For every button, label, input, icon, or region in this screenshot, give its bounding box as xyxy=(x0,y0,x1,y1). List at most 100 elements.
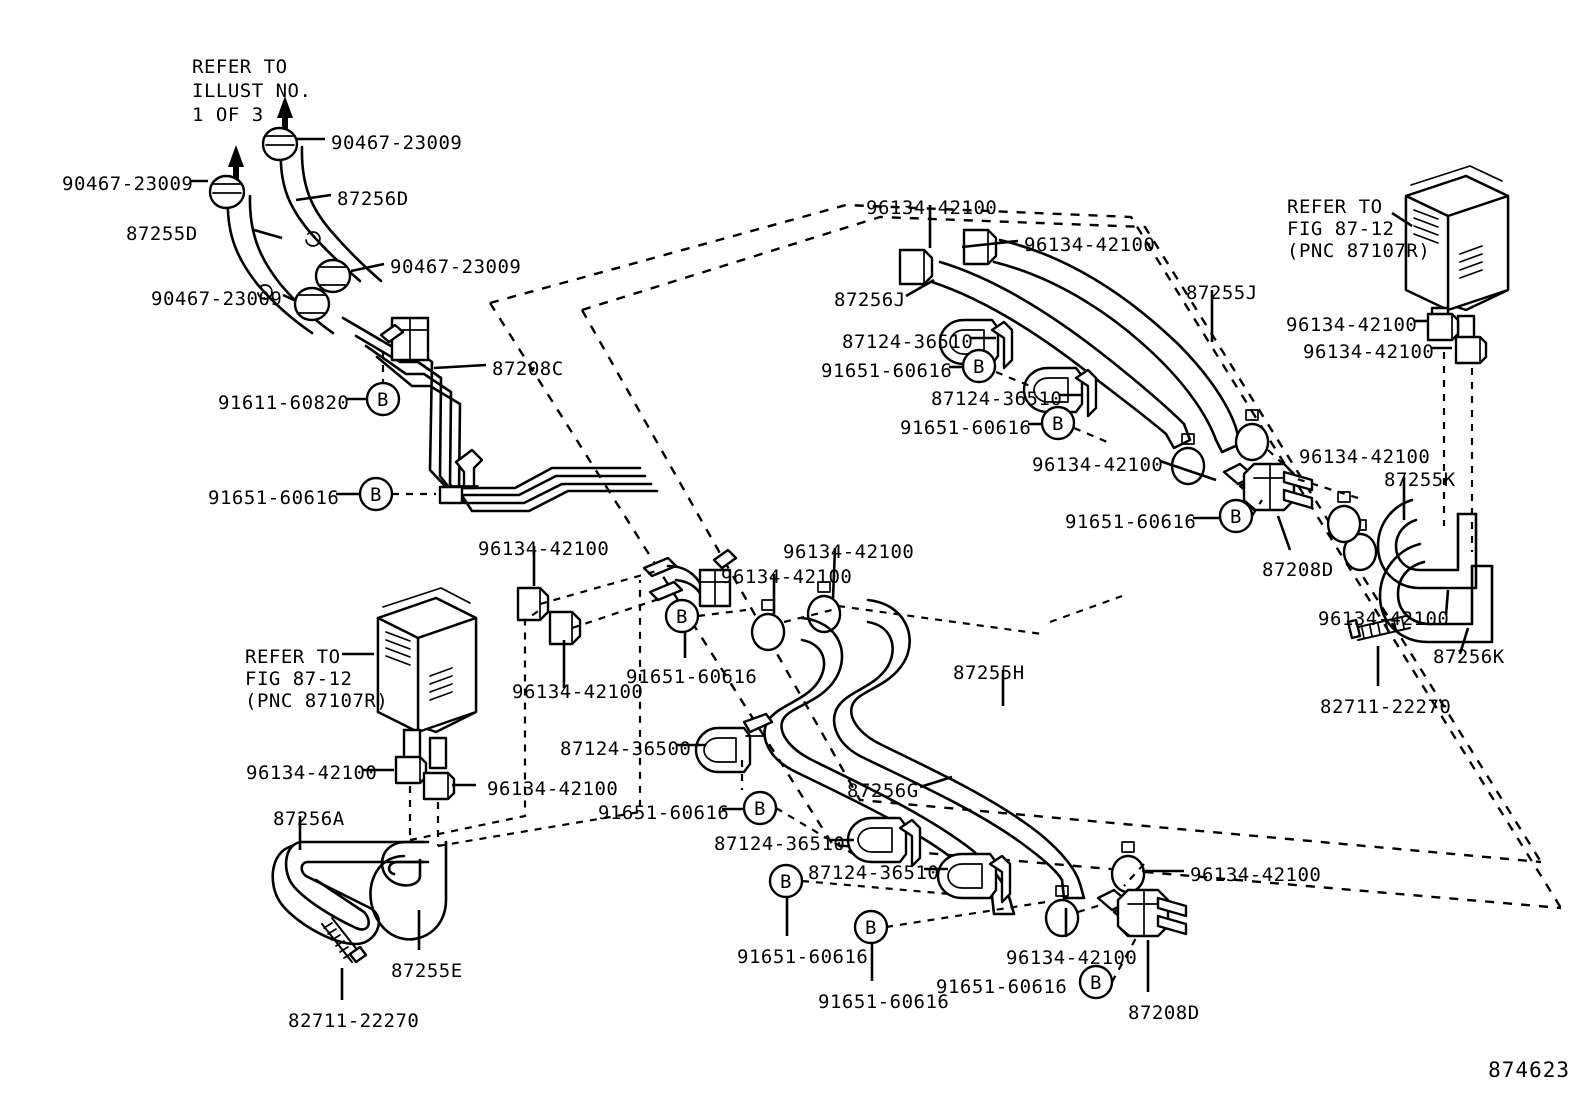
clamp-96134-42100-k2 xyxy=(1326,491,1362,544)
hose-87255D xyxy=(226,194,335,335)
part-number-label: 82711-22270 xyxy=(288,1010,420,1032)
part-number-label: 87124-36510 xyxy=(842,331,974,353)
bubble-marker-letter: B xyxy=(370,484,382,506)
part-number-label: 90467-23009 xyxy=(151,288,283,310)
hose-87255E xyxy=(369,840,448,941)
part-number-label: 87208D xyxy=(1262,559,1334,581)
part-number-label: 96134-42100 xyxy=(783,541,915,563)
bracket-87124-36510-u2 xyxy=(1022,366,1098,418)
screw-82711-22270-left xyxy=(321,917,368,964)
part-number-label: 91651-60616 xyxy=(626,666,758,688)
part-number-label: 87256J xyxy=(834,289,906,311)
part-number-label: 96134-42100 xyxy=(1303,341,1435,363)
part-number-label: 96134-42100 xyxy=(478,538,610,560)
figure-code: 874623 xyxy=(1488,1058,1570,1083)
part-number-label: 96134-42100 xyxy=(1032,454,1164,476)
part-number-label: 96134-42100 xyxy=(1024,234,1156,256)
part-number-label: 91651-60616 xyxy=(821,360,953,382)
part-number-label: 96134-42100 xyxy=(487,778,619,800)
bubble-marker-letter: B xyxy=(676,606,688,628)
screw-82711-22270-right xyxy=(1346,615,1411,641)
clamp-96134-42100-j4 xyxy=(1234,409,1270,462)
bubble-marker-letter: B xyxy=(1230,506,1242,528)
part-number-label: 82711-22270 xyxy=(1320,696,1452,718)
bubble-marker-letter: B xyxy=(973,356,985,378)
part-number-label: 91651-60616 xyxy=(936,976,1068,998)
clamp-96134-42100-core-l2 xyxy=(422,771,456,801)
clamp-96134-42100-core-r1 xyxy=(1426,312,1460,342)
part-number-label: 96134-42100 xyxy=(512,681,644,703)
part-number-label: 87256D xyxy=(337,188,409,210)
connector-87208D-upper xyxy=(1222,462,1314,512)
bubble-marker-letter: B xyxy=(754,798,766,820)
part-number-label: 91651-60616 xyxy=(1065,511,1197,533)
bubble-marker-letter: B xyxy=(377,389,389,411)
part-number-label: 90467-23009 xyxy=(390,256,522,278)
part-number-label: 91651-60616 xyxy=(900,417,1032,439)
hose-87256K xyxy=(1378,542,1494,644)
part-number-label: 87256A xyxy=(273,808,345,830)
clamp-90467-23009-mid1 xyxy=(314,258,352,294)
part-number-label: 91651-60616 xyxy=(598,802,730,824)
part-number-label: 87255E xyxy=(391,960,463,982)
bubble-marker-letter: B xyxy=(1090,972,1102,994)
part-number-label: 87124-36510 xyxy=(714,833,846,855)
clamp-96134-42100-h2 xyxy=(1044,885,1080,938)
reference-note-text: FIG 87-12 xyxy=(245,668,353,690)
bubble-markers xyxy=(358,348,1254,1000)
dashed-reference-outline-inner xyxy=(580,215,1543,864)
hose-87255H xyxy=(832,598,1086,900)
part-number-label: 91611-60820 xyxy=(218,392,350,414)
part-number-label: 87255J xyxy=(1186,282,1258,304)
clamp-96134-42100-h1 xyxy=(1110,841,1146,894)
dashed-reference-outline-outer xyxy=(488,203,1563,910)
bracket-87124-36510-b2 xyxy=(936,852,1012,904)
clamp-96134-42100-j2 xyxy=(962,228,998,266)
reference-note-text: (PNC 87107R) xyxy=(245,690,389,712)
clamp-96134-42100-core-r2 xyxy=(1454,335,1488,365)
bubble-marker-letter: B xyxy=(780,871,792,893)
clamp-96134-42100-c4 xyxy=(806,581,842,634)
reference-note-text: 1 OF 3 xyxy=(192,104,264,126)
part-number-label: 96134-42100 xyxy=(246,762,378,784)
part-number-label: 91651-60616 xyxy=(208,487,340,509)
reference-note-text: REFER TO xyxy=(192,56,288,78)
dashed-association-lines xyxy=(381,345,1474,983)
clamp-96134-42100-j3 xyxy=(1170,433,1206,486)
part-number-label: 87255D xyxy=(126,223,198,245)
reference-note-text: ILLUST NO. xyxy=(192,80,312,102)
part-number-label: 91651-60616 xyxy=(818,991,950,1013)
part-number-label: 87124-36510 xyxy=(808,862,940,884)
clamp-96134-42100-core-l1 xyxy=(394,755,428,785)
part-number-label: 87208D xyxy=(1128,1002,1200,1024)
heater-core-lower-left xyxy=(376,587,478,770)
reference-note-text: REFER TO xyxy=(245,646,341,668)
part-number-label: 96134-42100 xyxy=(1299,446,1431,468)
clamp-96134-42100-c3 xyxy=(750,599,786,652)
clamp-90467-23009-top1 xyxy=(261,126,299,162)
clamp-90467-23009-top2 xyxy=(208,174,246,210)
clamp-90467-23009-mid2 xyxy=(293,286,331,322)
pipe-87208C xyxy=(341,316,659,513)
bracket-87124-36500 xyxy=(694,712,774,774)
part-number-label: 96134-42100 xyxy=(1190,864,1322,886)
reference-note-text: REFER TO xyxy=(1287,196,1383,218)
part-number-label: 87256K xyxy=(1433,646,1505,668)
part-number-label: 87255K xyxy=(1384,469,1456,491)
part-number-label: 96134-42100 xyxy=(1286,314,1418,336)
bubble-marker-letter: B xyxy=(1052,413,1064,435)
reference-note-text: (PNC 87107R) xyxy=(1287,240,1431,262)
part-number-label: 96134-42100 xyxy=(1006,947,1138,969)
leader-lines xyxy=(190,137,1470,1000)
heater-core-upper-right xyxy=(1404,165,1510,348)
illust-reference-arrows xyxy=(228,96,293,197)
part-number-label: 87124-36500 xyxy=(560,738,692,760)
part-number-label: 87256G xyxy=(847,780,919,802)
bubble-marker-letter: B xyxy=(865,917,877,939)
part-number-label: 96134-42100 xyxy=(721,566,853,588)
connector-87208D-lower xyxy=(1096,888,1188,938)
part-number-label: 87255H xyxy=(953,662,1025,684)
part-number-label: 96134-42100 xyxy=(866,197,998,219)
